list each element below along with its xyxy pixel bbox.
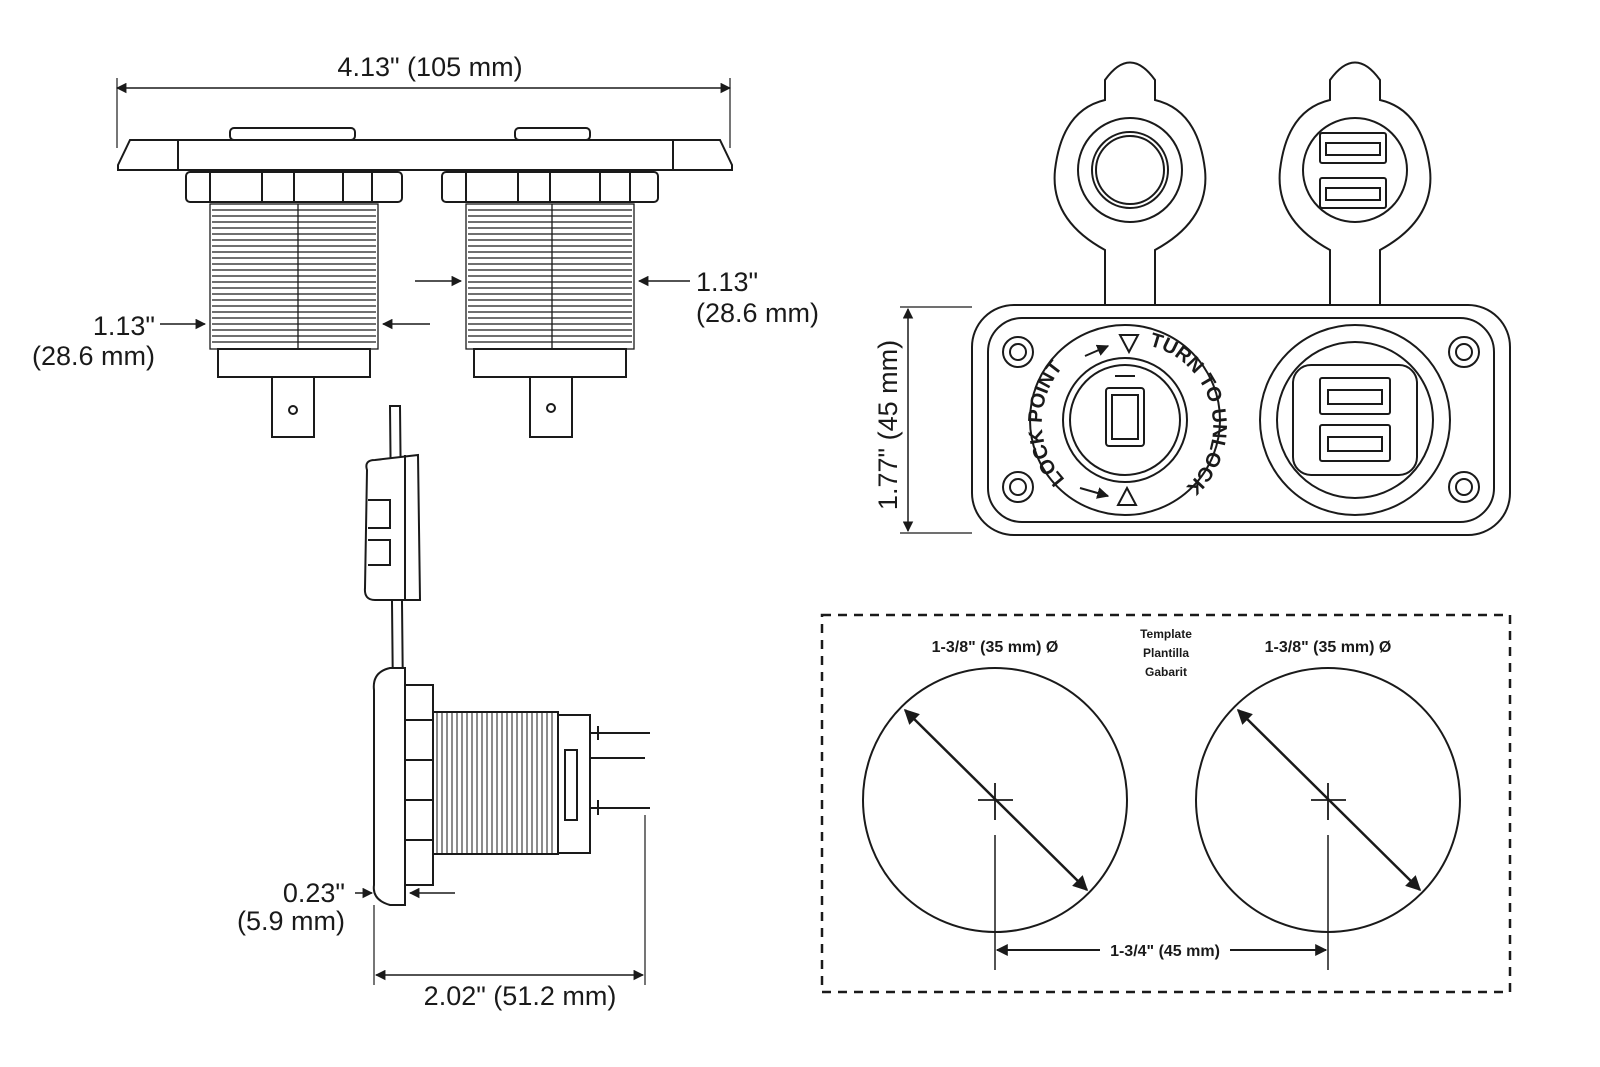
template-border	[820, 613, 1512, 994]
right-thread	[465, 203, 635, 350]
left-cap-flap	[1053, 61, 1207, 305]
right-hole-label: 1-3/8" (35 mm) Ø	[1265, 639, 1392, 656]
panel-thickness-label-mm: (5.9 mm)	[237, 906, 345, 936]
front-panel	[971, 304, 1511, 536]
panel-thickness-label: 0.23"	[283, 878, 345, 908]
template-title-2: Plantilla	[1143, 646, 1189, 660]
left-thread-label: 1.13"	[93, 311, 155, 341]
left-thread-label-mm: (28.6 mm)	[32, 341, 155, 371]
lock-ring	[1029, 324, 1221, 516]
panel-plate	[117, 139, 733, 171]
unlock-triangle-bottom	[1116, 485, 1138, 506]
right-cap-flap	[1278, 61, 1432, 305]
usb-socket	[1259, 324, 1451, 516]
width-label: 4.13" (105 mm)	[337, 52, 522, 82]
spacing-label: 1-3/4" (45 mm)	[1110, 943, 1220, 960]
left-thread	[209, 203, 379, 350]
right-thread-label-mm: (28.6 mm)	[696, 298, 819, 328]
template-title-1: Template	[1140, 627, 1192, 641]
side-bezel	[372, 667, 406, 906]
front-view	[900, 61, 1511, 536]
usb-port-top	[1319, 377, 1391, 415]
left-hole-label: 1-3/8" (35 mm) Ø	[932, 639, 1059, 656]
side-view	[355, 405, 650, 985]
usb-port-bottom	[1319, 424, 1391, 462]
height-label: 1.77" (45 mm)	[873, 340, 903, 510]
cap-usb-port-top	[1319, 132, 1387, 164]
unlock-triangle-top	[1118, 334, 1140, 355]
cap-usb-port-bottom	[1319, 177, 1387, 209]
template	[820, 613, 1512, 994]
right-thread-label: 1.13"	[696, 267, 758, 297]
side-cap	[363, 453, 422, 601]
template-title-3: Gabarit	[1145, 665, 1187, 679]
top-view	[115, 78, 733, 438]
depth-label: 2.02" (51.2 mm)	[424, 981, 617, 1011]
